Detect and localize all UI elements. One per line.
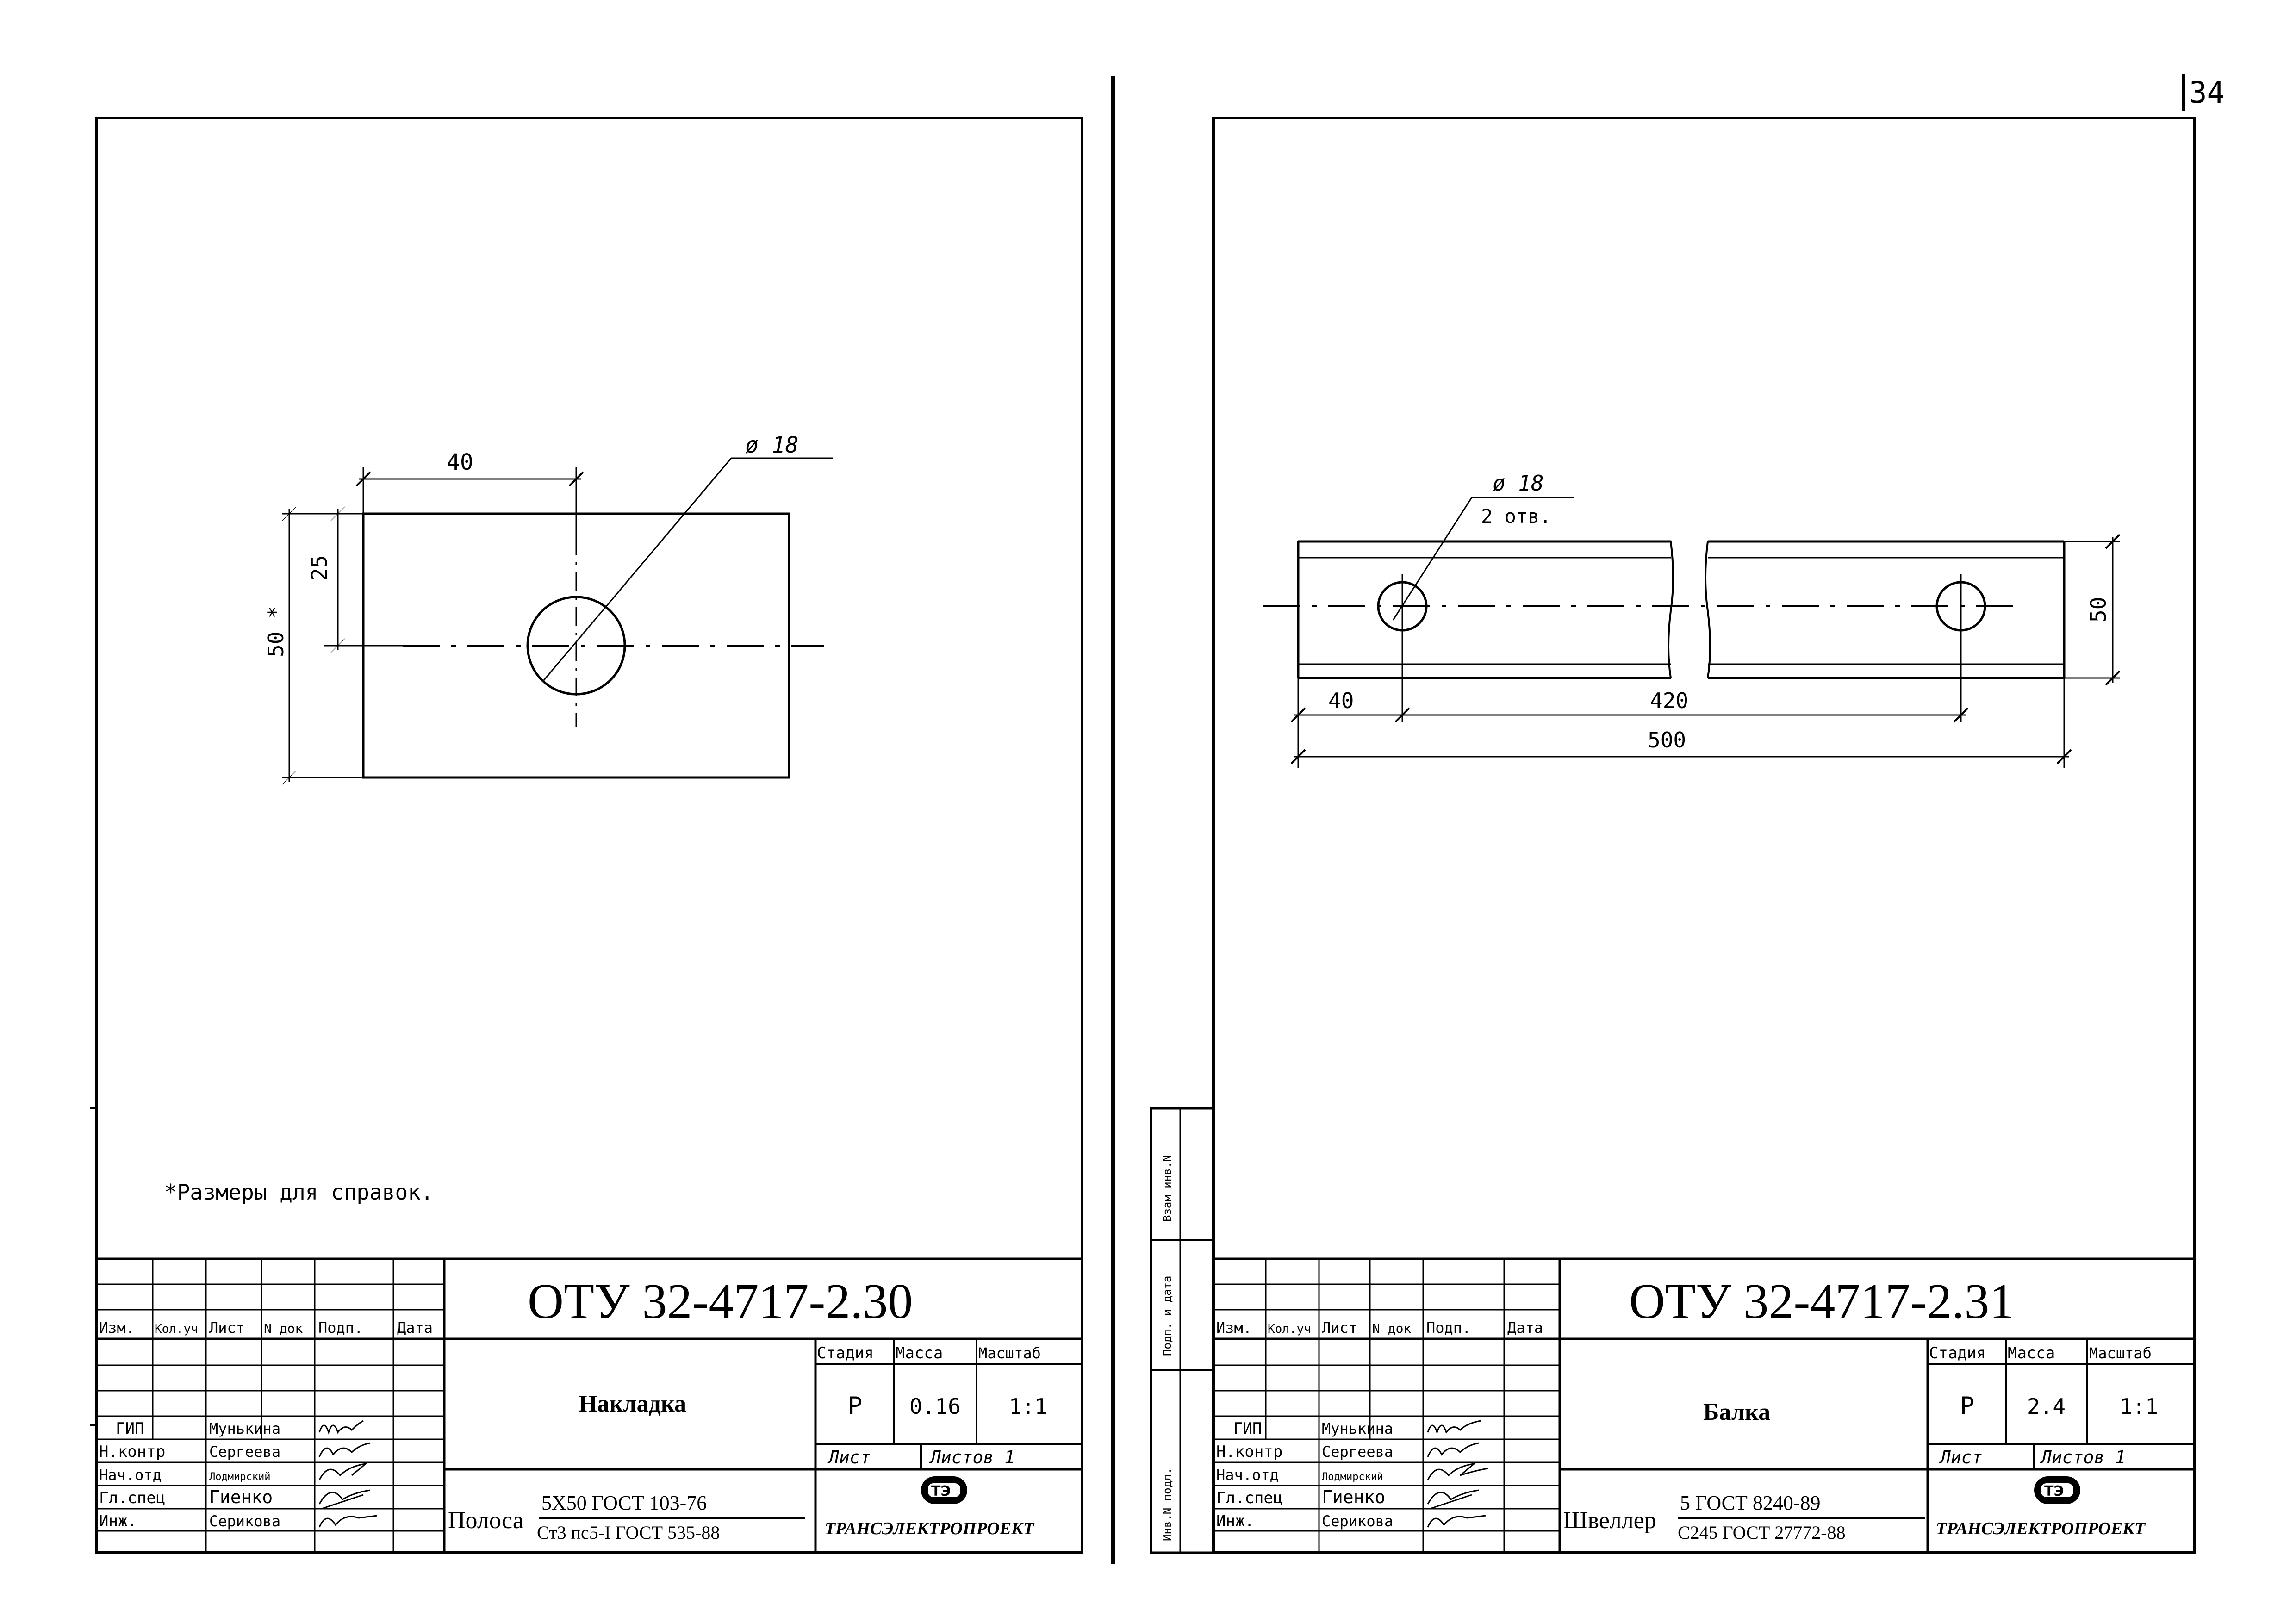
name-nach-otd: Лодмирский <box>1322 1471 1383 1483</box>
dim-420-label: 420 <box>1650 688 1688 713</box>
signatures <box>1427 1420 1488 1528</box>
col-izm: Изм. <box>1216 1319 1252 1337</box>
dim-50-label: 50 <box>2086 597 2111 622</box>
dim-diameter-label: ø 18 <box>1493 471 1544 496</box>
col-podp: Подп. <box>1426 1319 1471 1337</box>
side-label-podp: Подп. и дата <box>1161 1276 1174 1356</box>
name-inzh: Серикова <box>1322 1512 1393 1530</box>
name-gip: Мунькина <box>1322 1420 1393 1437</box>
role-n-kontr: Н.контр <box>99 1443 165 1461</box>
scale-value: 1:1 <box>2120 1394 2158 1419</box>
stage-value: Р <box>1960 1392 1974 1420</box>
col-n-dok: N док <box>264 1321 303 1336</box>
dim-40-label: 40 <box>1328 688 1354 713</box>
stage-value: Р <box>848 1392 862 1420</box>
col-data: Дата <box>1507 1319 1543 1337</box>
col-n-dok: N док <box>1372 1321 1411 1336</box>
org-name: ТРАНСЭЛЕКТРОПРОЕКТ <box>825 1519 1035 1538</box>
dim-40-label: 40 <box>447 449 473 475</box>
holes-count-label: 2 отв. <box>1481 505 1551 528</box>
left-sheet-frame <box>95 117 1083 1554</box>
role-gl-spec: Гл.спец <box>99 1489 165 1507</box>
svg-text:ТЭ: ТЭ <box>2044 1483 2064 1499</box>
svg-text:ТЭ: ТЭ <box>931 1483 951 1499</box>
name-nach-otd: Лодмирский <box>209 1471 270 1483</box>
name-inzh: Серикова <box>209 1512 280 1530</box>
name-gl-spec: Гиенко <box>209 1487 273 1507</box>
col-list: Лист <box>209 1319 245 1337</box>
scale-value: 1:1 <box>1009 1394 1047 1419</box>
mass-label: Масса <box>2008 1344 2055 1362</box>
reference-note: *Размеры для справок. <box>164 1180 434 1205</box>
right-part-drawing <box>1263 497 2121 768</box>
col-kol-uch: Кол.уч <box>155 1322 198 1336</box>
name-n-kontr: Сергеева <box>209 1443 280 1461</box>
left-sheet: 40 ø 18 25 50 * *Размеры для справок. <box>95 117 1083 1554</box>
sheets-count: Листов 1 <box>929 1447 1015 1468</box>
name-n-kontr: Сергеева <box>1322 1443 1393 1461</box>
role-gip: ГИП <box>1233 1419 1262 1438</box>
side-label-vzam: Взам инв.N <box>1161 1155 1174 1222</box>
part-title: Накладка <box>579 1391 686 1417</box>
dim-25-label: 25 <box>307 555 332 581</box>
mass-value: 2.4 <box>2027 1394 2066 1419</box>
role-gl-spec: Гл.спец <box>1216 1489 1282 1507</box>
org-logo-icon: ТЭ <box>2034 1476 2080 1504</box>
right-sheet: Взам инв.N Подп. и дата Инв.N подл. <box>1150 117 2196 1554</box>
org-logo-icon: ТЭ <box>921 1476 967 1504</box>
material-bottom: Ст3 пс5-I ГОСТ 535-88 <box>537 1522 720 1543</box>
col-data: Дата <box>397 1319 433 1337</box>
scale-label: Масштаб <box>978 1344 1041 1362</box>
doc-code: ОТУ 32-4717-2.30 <box>528 1274 913 1329</box>
right-title-block <box>1213 1257 2195 1553</box>
material-top: 5 ГОСТ 8240-89 <box>1680 1492 1821 1514</box>
side-stamp <box>1150 1107 1215 1554</box>
material-bottom: С245 ГОСТ 27772-88 <box>1678 1522 1846 1543</box>
sheet-label: Лист <box>1939 1447 1983 1468</box>
role-gip: ГИП <box>116 1419 144 1438</box>
signatures <box>318 1420 378 1528</box>
right-sheet-frame <box>1212 117 2196 1554</box>
col-podp: Подп. <box>318 1319 363 1337</box>
col-kol-uch: Кол.уч <box>1268 1322 1311 1336</box>
dim-500-label: 500 <box>1648 728 1686 752</box>
role-nach-otd: Нач.отд <box>1216 1466 1279 1484</box>
role-nach-otd: Нач.отд <box>99 1466 162 1484</box>
dim-diameter-label: ø 18 <box>745 432 799 458</box>
col-list: Лист <box>1322 1319 1357 1337</box>
name-gl-spec: Гиенко <box>1322 1487 1385 1507</box>
scale-label: Масштаб <box>2089 1344 2152 1362</box>
role-inzh: Инж. <box>99 1512 137 1530</box>
col-izm: Изм. <box>99 1319 135 1337</box>
left-part-drawing <box>282 457 833 785</box>
sheets-count: Листов 1 <box>2040 1447 2126 1468</box>
sheet-label: Лист <box>827 1447 871 1468</box>
org-name: ТРАНСЭЛЕКТРОПРОЕКТ <box>1936 1519 2146 1538</box>
dim-50-label: 50 * <box>263 606 288 657</box>
side-label-inv: Инв.N подл. <box>1161 1468 1174 1541</box>
material-prefix: Полоса <box>448 1507 523 1534</box>
stage-label: Стадия <box>1929 1344 1986 1362</box>
part-title: Балка <box>1703 1399 1770 1425</box>
role-inzh: Инж. <box>1216 1512 1254 1530</box>
role-n-kontr: Н.контр <box>1216 1443 1282 1461</box>
doc-code: ОТУ 32-4717-2.31 <box>1629 1274 2014 1329</box>
stage-label: Стадия <box>817 1344 874 1362</box>
page-number: 34 <box>2189 76 2225 110</box>
name-gip: Мунькина <box>209 1420 280 1437</box>
material-prefix: Швеллер <box>1563 1507 1656 1534</box>
mass-value: 0.16 <box>909 1394 961 1419</box>
left-title-block <box>96 1257 1082 1553</box>
mass-label: Масса <box>896 1344 943 1362</box>
material-top: 5Х50 ГОСТ 103-76 <box>541 1492 707 1514</box>
